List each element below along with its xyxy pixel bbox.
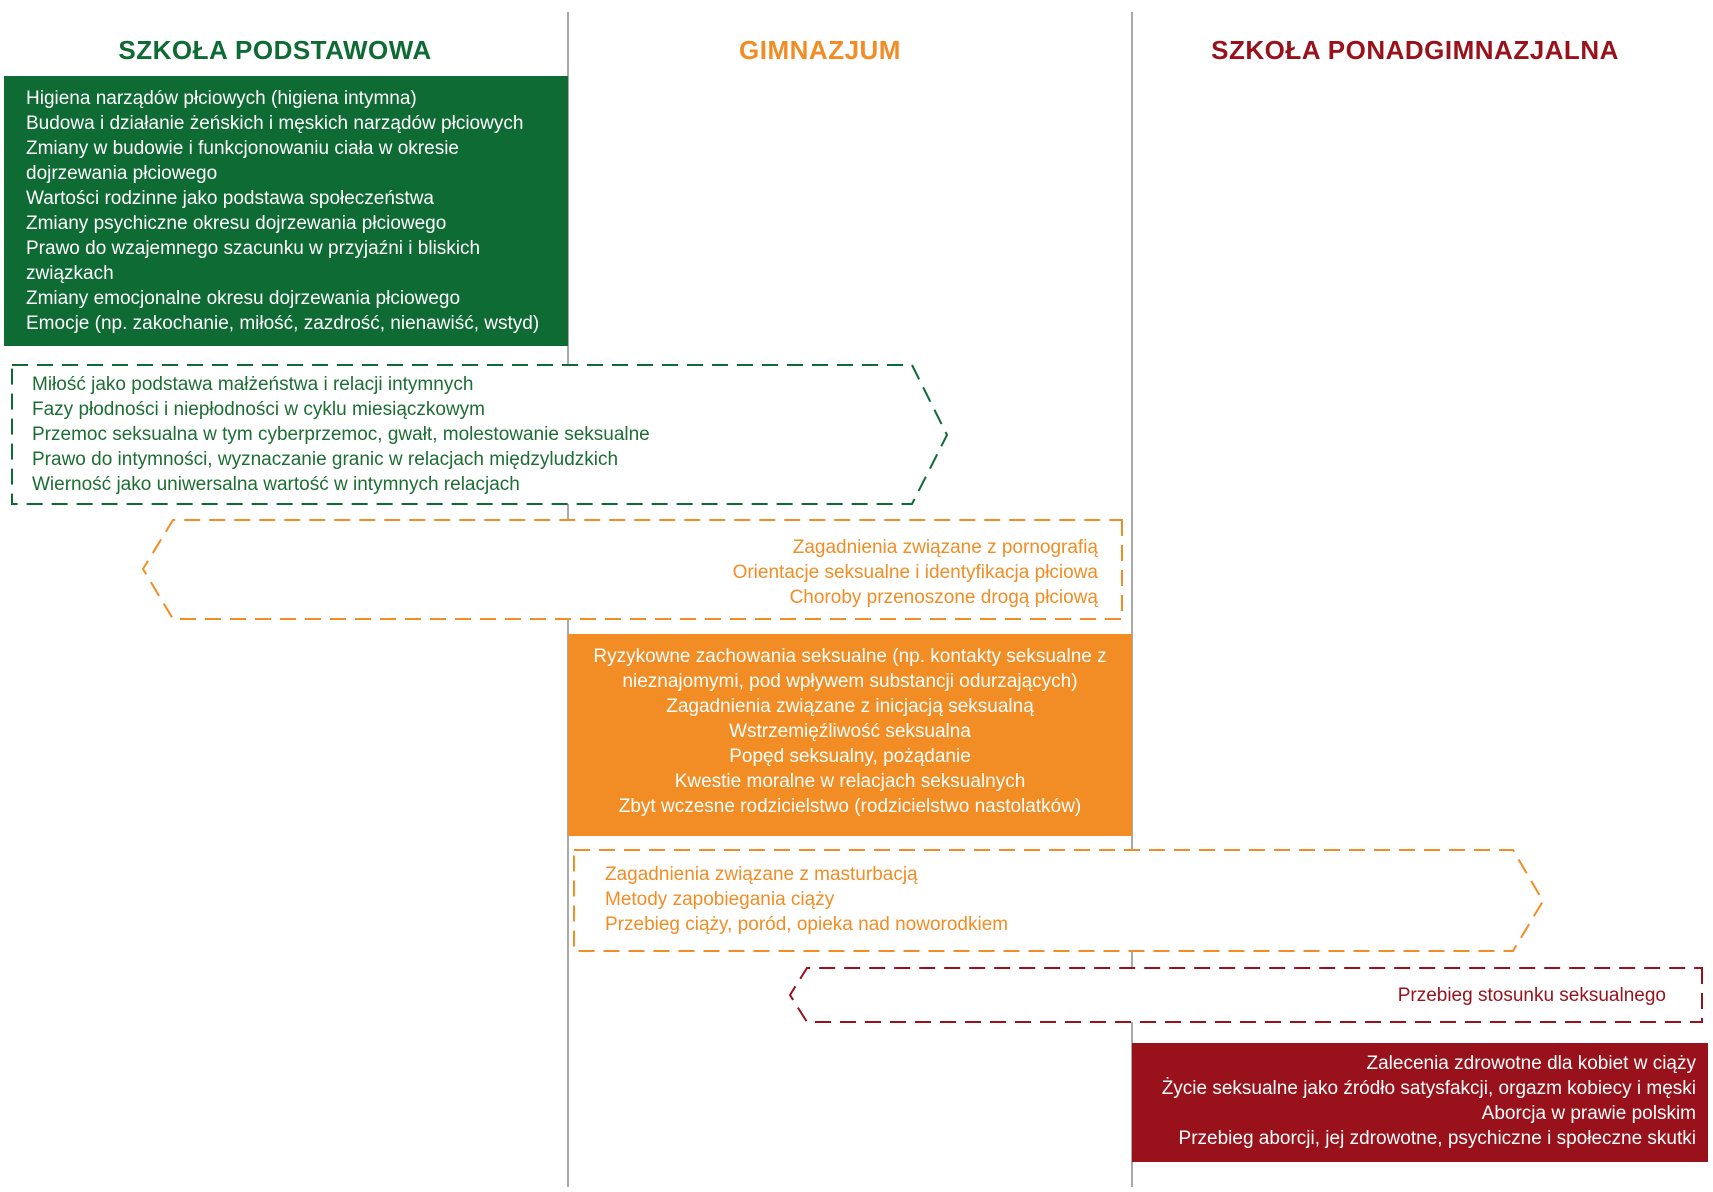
ponadgimnazjalna-item: Aborcja w prawie polskim <box>1481 1103 1696 1124</box>
podstawowa-item: Wartości rodzinne jako podstawa społecze… <box>26 188 434 209</box>
orange-left-arrow-outline <box>141 519 1123 620</box>
green-arrow-text: Miłość jako podstawa małżeństwa i relacj… <box>32 372 892 497</box>
gimnazjum-item: Wstrzemięźliwość seksualna <box>729 721 971 742</box>
red-arrow-item: Przebieg stosunku seksualnego <box>1397 985 1666 1006</box>
ponadgimnazjalna-box: Zalecenia zdrowotne dla kobiet w ciąży Ż… <box>1132 1043 1708 1162</box>
podstawowa-item: Emocje (np. zakochanie, miłość, zazdrość… <box>26 313 540 334</box>
orange-right-arrow-item: Przebieg ciąży, poród, opieka nad noworo… <box>605 914 1009 935</box>
orange-right-arrow-item: Zagadnienia związane z masturbacją <box>605 864 918 885</box>
red-arrow-outline <box>788 967 1703 1023</box>
green-arrow-item: Wierność jako uniwersalna wartość w inty… <box>32 474 520 495</box>
gimnazjum-item: nieznajomymi, pod wpływem substancji odu… <box>622 671 1078 692</box>
green-arrow-item: Prawo do intymności, wyznaczanie granic … <box>32 449 619 470</box>
green-arrow-item: Fazy płodności i niepłodności w cyklu mi… <box>32 399 486 420</box>
orange-left-arrow-text: Zagadnienia związane z pornografią Orien… <box>200 535 1098 610</box>
gimnazjum-item: Popęd seksualny, pożądanie <box>729 746 971 767</box>
column-header-ponadgimnazjalna: SZKOŁA PONADGIMNAZJALNA <box>1211 35 1619 65</box>
podstawowa-item: związkach <box>26 263 114 284</box>
orange-left-arrow-item: Zagadnienia związane z pornografią <box>792 537 1098 558</box>
orange-right-arrow-text: Zagadnienia związane z masturbacją Metod… <box>605 862 1485 937</box>
column-header-podstawowa: SZKOŁA PODSTAWOWA <box>118 35 432 65</box>
ponadgimnazjalna-item: Przebieg aborcji, jej zdrowotne, psychic… <box>1178 1128 1696 1149</box>
orange-right-arrow-item: Metody zapobiegania ciąży <box>605 889 835 910</box>
orange-left-arrow-item: Orientacje seksualne i identyfikacja płc… <box>732 562 1098 583</box>
ponadgimnazjalna-item: Zalecenia zdrowotne dla kobiet w ciąży <box>1366 1053 1696 1074</box>
gimnazjum-box: Ryzykowne zachowania seksualne (np. kont… <box>568 634 1132 836</box>
podstawowa-item: Budowa i działanie żeńskich i męskich na… <box>26 113 524 134</box>
orange-right-arrow-outline <box>573 849 1545 952</box>
gimnazjum-item: Ryzykowne zachowania seksualne (np. kont… <box>593 646 1107 667</box>
gimnazjum-item: Zagadnienia związane z inicjacją seksual… <box>666 696 1034 717</box>
green-arrow-item: Przemoc seksualna w tym cyberprzemoc, gw… <box>32 424 650 445</box>
podstawowa-box: Higiena narządów płciowych (higiena inty… <box>4 76 568 346</box>
podstawowa-item: Zmiany w budowie i funkcjonowaniu ciała … <box>26 138 459 159</box>
green-arrow-outline <box>11 364 949 505</box>
ponadgimnazjalna-item: Życie seksualne jako źródło satysfakcji,… <box>1161 1078 1696 1099</box>
podstawowa-item: Zmiany emocjonalne okresu dojrzewania pł… <box>26 288 461 309</box>
column-divider-2 <box>1131 12 1133 1187</box>
podstawowa-item: dojrzewania płciowego <box>26 163 218 184</box>
green-arrow-item: Miłość jako podstawa małżeństwa i relacj… <box>32 374 474 395</box>
podstawowa-item: Zmiany psychiczne okresu dojrzewania płc… <box>26 213 447 234</box>
red-arrow-text: Przebieg stosunku seksualnego <box>830 983 1666 1008</box>
podstawowa-item: Prawo do wzajemnego szacunku w przyjaźni… <box>26 238 481 259</box>
gimnazjum-item: Zbyt wczesne rodzicielstwo (rodzicielstw… <box>618 796 1082 817</box>
podstawowa-item: Higiena narządów płciowych (higiena inty… <box>26 88 417 109</box>
column-header-gimnazjum: GIMNAZJUM <box>739 35 901 65</box>
gimnazjum-item: Kwestie moralne w relacjach seksualnych <box>674 771 1026 792</box>
orange-left-arrow-item: Choroby przenoszone drogą płciową <box>789 587 1098 608</box>
